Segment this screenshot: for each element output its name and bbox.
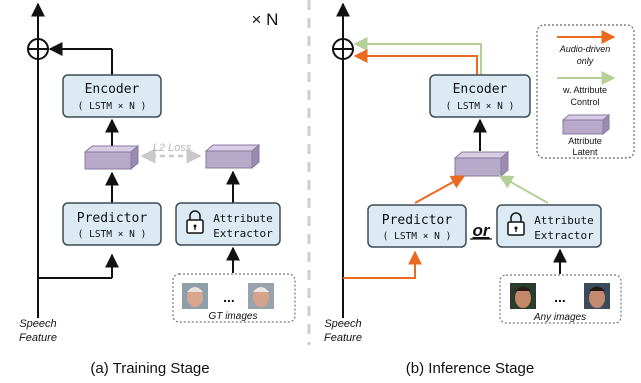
gt-images-box: ... GT images [172,273,296,323]
predictor-subtitle: ( LSTM × N ) [78,229,147,240]
caption-inference: (b) Inference Stage [406,360,534,377]
speech-label-line2: Feature [19,332,57,344]
predictor-title: Predictor [382,213,453,228]
training-panel: Encoder ( LSTM × N ) L2 Loss Predictor [19,2,296,377]
lock-icon [186,210,204,234]
legend-latent-icon [561,113,611,136]
encoder-subtitle: ( LSTM × N ) [78,101,147,112]
extractor-line1: Attribute [213,212,273,225]
lock-icon [507,212,525,236]
encoder-subtitle: ( LSTM × N ) [446,101,515,112]
speech-label-line2: Feature [324,332,362,344]
extractor-line1: Attribute [534,214,594,227]
predictor-box: Predictor ( LSTM × N ) [62,202,162,246]
images-ellipsis: ... [223,289,235,305]
legend: Audio-driven only w. Attribute Control A… [536,24,635,159]
legend-attr-control-line2: Control [570,97,599,107]
encoder-box: Encoder ( LSTM × N ) [62,74,162,118]
sum-node [27,38,49,60]
attribute-latent-gt [204,143,261,170]
or-label: or [473,221,491,240]
predictor-box: Predictor ( LSTM × N ) [367,204,467,248]
any-images-label: Any images [533,312,586,323]
extractor-line2: Extractor [534,229,594,242]
face-thumbnail [182,283,208,309]
encoder-title: Encoder [453,82,508,97]
speech-label-line1: Speech [324,318,361,330]
attribute-latent [453,150,510,178]
legend-latent-line2: Latent [572,147,598,157]
legend-attr-control-line1: w. Attribute [562,85,607,95]
encoder-box: Encoder ( LSTM × N ) [429,74,531,118]
face-thumbnail [248,283,274,309]
attribute-extractor-box: Attribute Extractor [496,204,602,248]
caption-training: (a) Training Stage [90,360,209,377]
face-thumbnail [584,283,610,309]
attribute-latent [83,144,140,171]
legend-latent-line1: Attribute [568,136,602,146]
predictor-subtitle: ( LSTM × N ) [383,231,452,242]
predictor-title: Predictor [77,211,148,226]
any-images-box: ... Any images [499,274,622,324]
extractor-line2: Extractor [213,227,273,240]
legend-audio-driven-line1: Audio-driven [559,44,611,54]
images-ellipsis: ... [554,289,566,305]
attribute-extractor-box: Attribute Extractor [175,202,281,246]
sum-node [332,38,354,60]
legend-audio-driven-line2: only [577,56,594,66]
encoder-title: Encoder [85,82,140,97]
multiplier-label: × N [252,10,279,29]
inference-panel: Encoder ( LSTM × N ) Predictor ( LSTM × … [324,2,622,377]
l2-loss-label: L2 Loss [153,142,192,154]
speech-label-line1: Speech [19,318,56,330]
face-thumbnail [510,283,536,309]
gt-images-label: GT images [209,311,258,322]
